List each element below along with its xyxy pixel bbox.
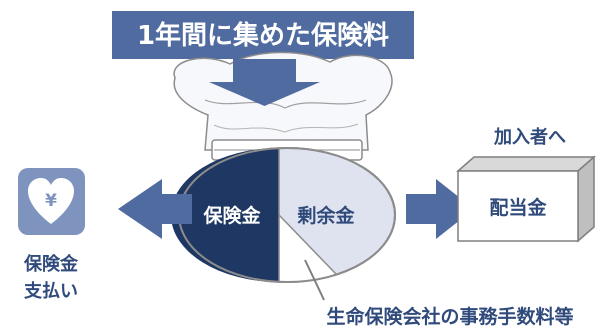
premium-bag: 保険金 剰余金: [171, 147, 396, 283]
bag-left-label: 保険金: [202, 204, 261, 227]
bag-right-label: 剰余金: [296, 204, 355, 227]
down-arrow-icon: [209, 59, 320, 106]
fees-share-segment: [279, 215, 336, 283]
premium-banner-text: 1年間に集めた保険料: [137, 20, 389, 51]
yen-symbol: ¥: [45, 191, 57, 211]
bag-cloth-top: [173, 51, 393, 151]
dividend-heading: 加入者へ: [493, 127, 566, 148]
dividend-box: 配当金: [456, 155, 596, 243]
payout-label-line2: 支払い: [23, 280, 78, 302]
payout-label-line1: 保険金: [23, 253, 79, 275]
right-arrow-icon: [406, 179, 474, 239]
payout-share-segment: [171, 148, 279, 282]
fees-label: 生命保険会社の事務手数料等: [326, 305, 573, 328]
premium-banner: 1年間に集めた保険料: [112, 11, 414, 59]
fees-callout-line: [304, 259, 325, 301]
left-arrow-icon: [118, 179, 192, 239]
dividend-box-label: 配当金: [489, 196, 547, 219]
heart-yen-icon: ¥: [18, 168, 85, 235]
